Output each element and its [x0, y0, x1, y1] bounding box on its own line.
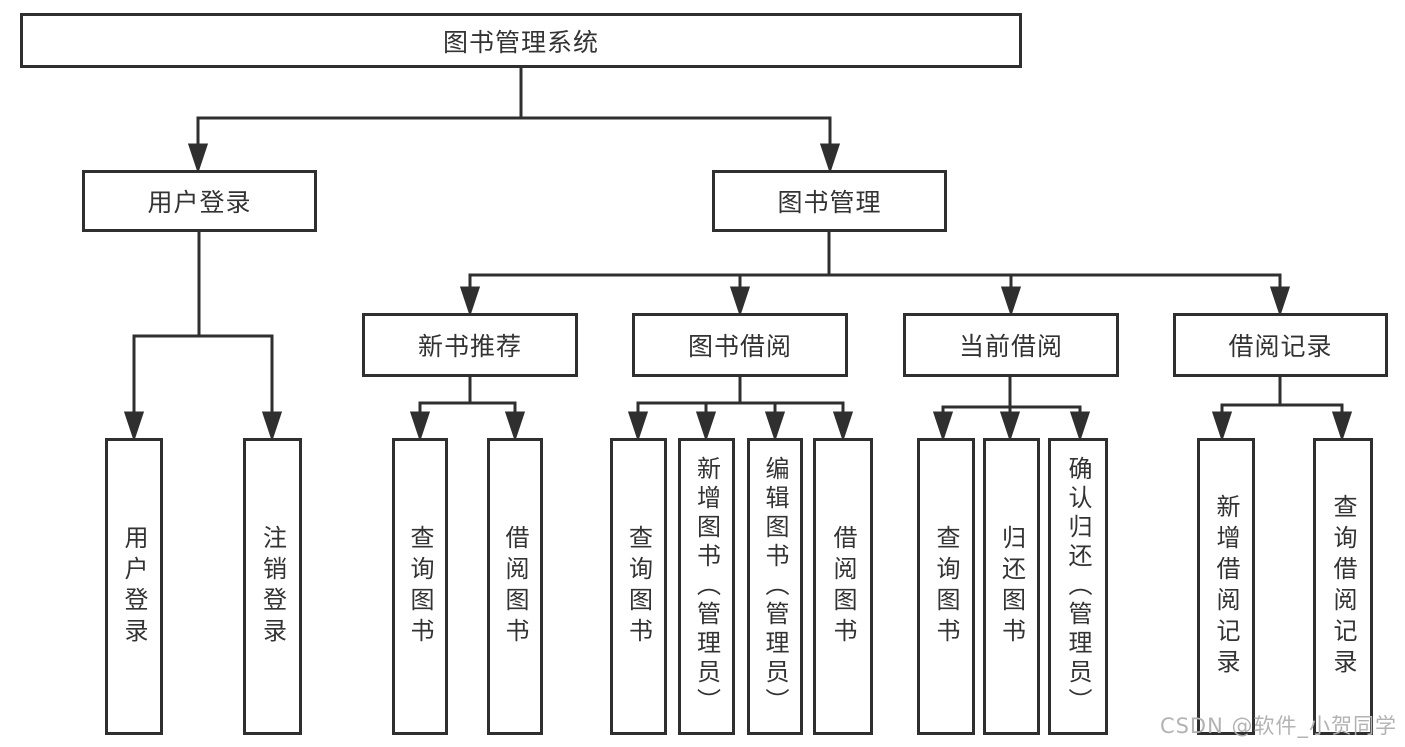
connector-current-borrow-children [932, 375, 1091, 442]
arrowhead [123, 411, 145, 442]
node-label: 借阅记录 [1228, 332, 1333, 361]
arrowhead [764, 411, 786, 442]
node-label: 注销登录 [258, 524, 287, 649]
arrowhead [1000, 286, 1022, 317]
connector-root-to-level1 [187, 66, 841, 174]
leaf-confirm-return-admin: 确认归还（管理员） [1048, 438, 1108, 735]
leaf-query-borrow-record: 查询借阅记录 [1313, 438, 1373, 735]
node-label: 新书推荐 [417, 332, 522, 361]
node-label: 用户登录 [120, 524, 148, 649]
node-label: 借阅图书 [501, 524, 529, 649]
node-new-book-recommend: 新书推荐 [362, 313, 578, 377]
arrowhead [819, 143, 841, 174]
leaf-edit-books-admin: 编辑图书（管理员） [747, 438, 803, 735]
node-label: 图书借阅 [687, 332, 792, 361]
node-label: 查询图书 [932, 524, 960, 649]
leaf-query-books-recommend: 查询图书 [392, 438, 448, 735]
node-label: 查询借阅记录 [1329, 493, 1357, 680]
node-label: 编辑图书（管理员） [761, 456, 789, 717]
arrowhead [832, 411, 854, 442]
node-current-borrow: 当前借阅 [903, 313, 1119, 377]
arrowhead [627, 411, 649, 442]
arrowhead [932, 411, 954, 442]
arrowhead [1269, 286, 1291, 317]
node-label: 新增借阅记录 [1212, 493, 1240, 680]
leaf-logout: 注销登录 [243, 438, 302, 735]
arrowhead [729, 286, 751, 317]
node-label: 查询图书 [624, 524, 653, 649]
node-label: 图书管理系统 [442, 27, 599, 57]
arrowhead [187, 143, 209, 174]
leaf-return-books: 归还图书 [983, 438, 1040, 735]
leaf-borrow-books: 借阅图书 [813, 438, 873, 735]
node-label: 确认归还（管理员） [1064, 456, 1092, 717]
node-label: 查询图书 [406, 524, 434, 649]
leaf-query-books-borrow: 查询图书 [610, 438, 667, 735]
node-library-system: 图书管理系统 [20, 13, 1022, 68]
arrowhead [999, 411, 1021, 442]
node-label: 用户登录 [147, 188, 252, 217]
node-label: 新增图书（管理员） [692, 456, 721, 717]
arrowhead [1211, 411, 1233, 442]
arrowhead [695, 411, 717, 442]
node-book-borrow: 图书借阅 [632, 313, 848, 377]
leaf-user-login: 用户登录 [105, 438, 163, 735]
arrowhead [504, 411, 526, 442]
connector-book-borrow-children [627, 375, 854, 442]
arrowhead [261, 411, 283, 442]
node-label: 图书管理 [777, 188, 882, 217]
arrowhead [409, 411, 431, 442]
arrowhead [1069, 411, 1091, 442]
connector-book-mgmt-children [459, 230, 1291, 317]
connector-user-login-children [123, 230, 283, 442]
connector-borrow-record-children [1211, 375, 1353, 442]
arrowhead [459, 286, 481, 317]
leaf-add-borrow-record: 新增借阅记录 [1197, 438, 1255, 735]
node-label: 当前借阅 [958, 332, 1063, 361]
node-user-login: 用户登录 [82, 170, 317, 232]
node-label: 借阅图书 [829, 524, 857, 649]
node-label: 归还图书 [997, 524, 1026, 649]
connector-new-book-children [409, 375, 526, 442]
csdn-watermark: CSDN @软件_小贺同学 [1159, 714, 1397, 738]
leaf-add-books-admin: 新增图书（管理员） [678, 438, 735, 735]
node-borrow-records: 借阅记录 [1173, 313, 1388, 377]
arrowhead [1331, 411, 1353, 442]
leaf-borrow-books-recommend: 借阅图书 [487, 438, 543, 735]
node-book-management: 图书管理 [712, 170, 947, 232]
leaf-query-books-current: 查询图书 [917, 438, 975, 735]
